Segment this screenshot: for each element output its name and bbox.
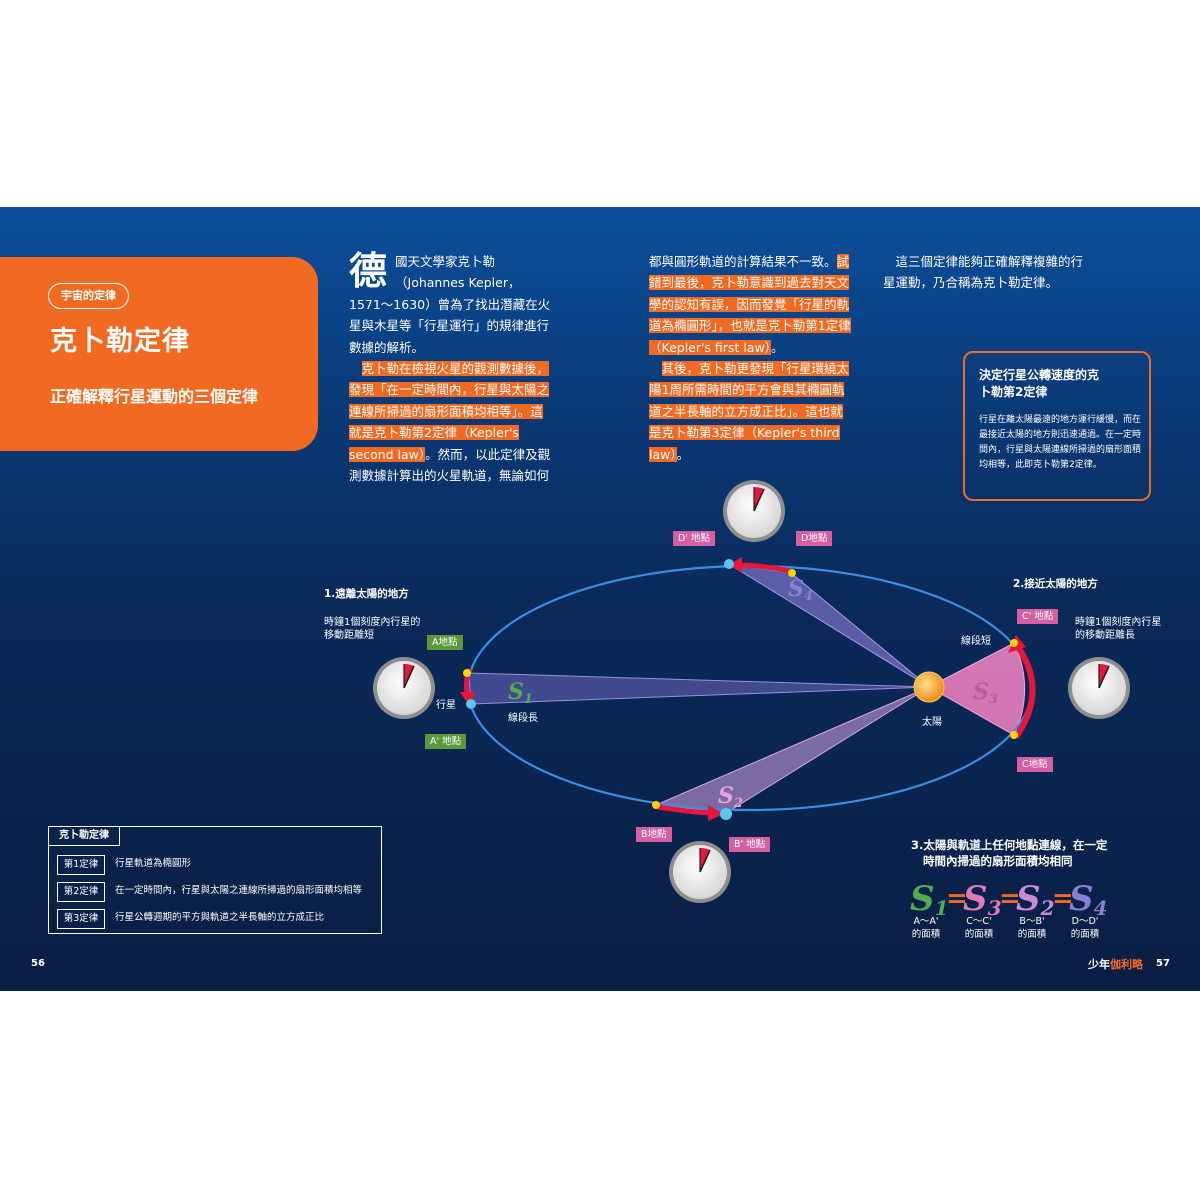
orbit-diagram: S1 S4 S2 S3 S1 = S3 = S2 = S4 (373, 480, 1130, 920)
equation-area-s3: C～C'的面積 (964, 916, 994, 940)
tag-a-prime: A' 地點 (425, 734, 467, 749)
svg-text:S1: S1 (910, 879, 948, 920)
tag-c: C地點 (1017, 757, 1053, 772)
svg-text:S2: S2 (1016, 879, 1055, 920)
law-text: 行星軌道為橢圓形 (115, 858, 192, 869)
near-note: 時鐘1個刻度內行星的移動距離長 (1075, 617, 1162, 641)
tag-a: A地點 (427, 635, 463, 650)
sun-label: 太陽 (922, 717, 942, 728)
equation-title-line1: 3.太陽與軌道上任何地點連線，在一定 (911, 838, 1108, 852)
column2-p1-pre: 都與圓形軌道的計算結果不一致。 (649, 254, 837, 269)
page-number-right: 57 (1156, 958, 1170, 969)
column3-p1: 這三個定律能夠正確解釋複雜的行星運動，乃合稱為克卜勒定律。 (883, 254, 1084, 291)
equation-title: 3.太陽與軌道上任何地點連線，在一定 時間內掃過的扇形面積均相同 (911, 837, 1107, 869)
near-heading: 2.接近太陽的地方 (1013, 578, 1098, 590)
tag-d: D地點 (796, 531, 833, 546)
label-s4: S4 (788, 576, 813, 604)
laws-summary-heading: 克卜勒定律 (49, 827, 120, 846)
column1-p1: 國天文學家克卜勒（Johannes Kepler，1571～1630）曾為了找出… (349, 254, 551, 355)
text-column-2: 都與圓形軌道的計算結果不一致。試錯到最後，克卜勒意識到過去對天文學的認知有誤，因… (649, 251, 854, 465)
law-number: 第1定律 (57, 855, 105, 875)
law2-info-title: 決定行星公轉速度的克卜勒第2定律 (979, 368, 1100, 399)
page-subtitle: 正確解釋行星運動的三個定律 (50, 387, 259, 406)
column1-indent (349, 361, 362, 376)
law2-info-box: 決定行星公轉速度的克卜勒第2定律 行星在離太陽最遠的地方運行緩慢，而在最接近太陽… (963, 351, 1151, 501)
arrow-d-head (728, 557, 742, 573)
equation-area-s4: D～D'的面積 (1070, 916, 1100, 940)
tag-c-prime: C' 地點 (1017, 609, 1059, 624)
clock-icon-right (1068, 657, 1130, 719)
arrow-b-head (708, 805, 724, 821)
planet-markers (463, 559, 1018, 820)
laws-summary-box: 克卜勒定律 第1定律 行星軌道為橢圓形 第2定律 在一定時間內，行星與太陽之連線… (48, 826, 382, 934)
law-number: 第3定律 (57, 909, 105, 929)
column2-p1-post: 。 (770, 339, 784, 355)
area-s4-sector (728, 563, 930, 688)
far-heading: 1.遠離太陽的地方 (324, 588, 409, 600)
page-spread: S1 S4 S2 S3 S1 = S3 = S2 = S4 宇宙的定律 克卜勒定… (0, 207, 1200, 991)
highlight-law1: 試錯到最後，克卜勒意識到過去對天文學的認知有誤，因而發覺「行星的軌道為橢圓形」，… (649, 254, 851, 355)
brand-part-a: 少年 (1088, 958, 1110, 971)
area-s1-sector (468, 672, 930, 705)
label-s1: S1 (508, 679, 533, 707)
svg-text:=: = (999, 884, 1021, 914)
tag-b: B地點 (636, 827, 672, 842)
section-tag: 宇宙的定律 (48, 283, 129, 309)
clock-icon-bottom (669, 841, 731, 903)
page-title: 克卜勒定律 (50, 326, 190, 357)
equation-title-line2: 時間內掃過的扇形面積均相同 (923, 854, 1073, 868)
svg-text:S4: S4 (1069, 879, 1107, 920)
title-panel: 宇宙的定律 克卜勒定律 正確解釋行星運動的三個定律 (0, 257, 318, 451)
equation-area-s2: B～B'的面積 (1017, 916, 1047, 940)
short-segment-label: 線段短 (961, 636, 991, 647)
far-note: 時鐘1個刻度內行星的移動距離短 (324, 617, 421, 641)
column1-p2-post: 。然而，以此定律及觀測數據計算出的火星軌道，無論如何 (349, 446, 551, 484)
sun-icon (913, 671, 945, 703)
tag-b-prime: B' 地點 (729, 837, 771, 852)
equation-area-s1: A～A'的面積 (911, 916, 941, 940)
clock-icon-top (723, 480, 785, 542)
page-number-left: 56 (31, 958, 45, 969)
text-column-3: 這三個定律能夠正確解釋複雜的行星運動，乃合稱為克卜勒定律。 (883, 251, 1088, 294)
planet-label: 行星 (436, 700, 456, 711)
law-text: 行星公轉週期的平方與軌道之半長軸的立方成正比 (115, 912, 325, 923)
text-column-1: 德國天文學家克卜勒（Johannes Kepler，1571～1630）曾為了找… (349, 251, 551, 486)
label-s3: S3 (973, 679, 998, 707)
long-segment-label: 線段長 (508, 713, 538, 724)
arrow-a-head (460, 692, 476, 704)
magazine-brand: 少年伽利略 (1088, 956, 1143, 972)
law-number: 第2定律 (57, 882, 105, 902)
law-text: 在一定時間內，行星與太陽之連線所掃過的扇形面積均相等 (115, 885, 363, 896)
label-s2: S2 (718, 783, 743, 811)
svg-text:=: = (1052, 884, 1074, 914)
dropcap: 德 (349, 249, 388, 293)
svg-text:=: = (946, 884, 968, 914)
svg-text:S3: S3 (963, 879, 1002, 920)
column2-indent (649, 361, 662, 376)
tag-d-prime: D' 地點 (673, 531, 715, 546)
column2-p2-post: 。 (676, 446, 690, 462)
arrow-c (1013, 645, 1036, 739)
law2-info-body: 行星在離太陽最遠的地方運行緩慢，而在最接近太陽的地方則迅速通過。在一定時間內，行… (979, 415, 1142, 470)
brand-part-b: 伽利略 (1110, 958, 1143, 971)
equation-formula: S1 = S3 = S2 = S4 (910, 879, 1107, 920)
clock-icon-left (373, 657, 435, 719)
